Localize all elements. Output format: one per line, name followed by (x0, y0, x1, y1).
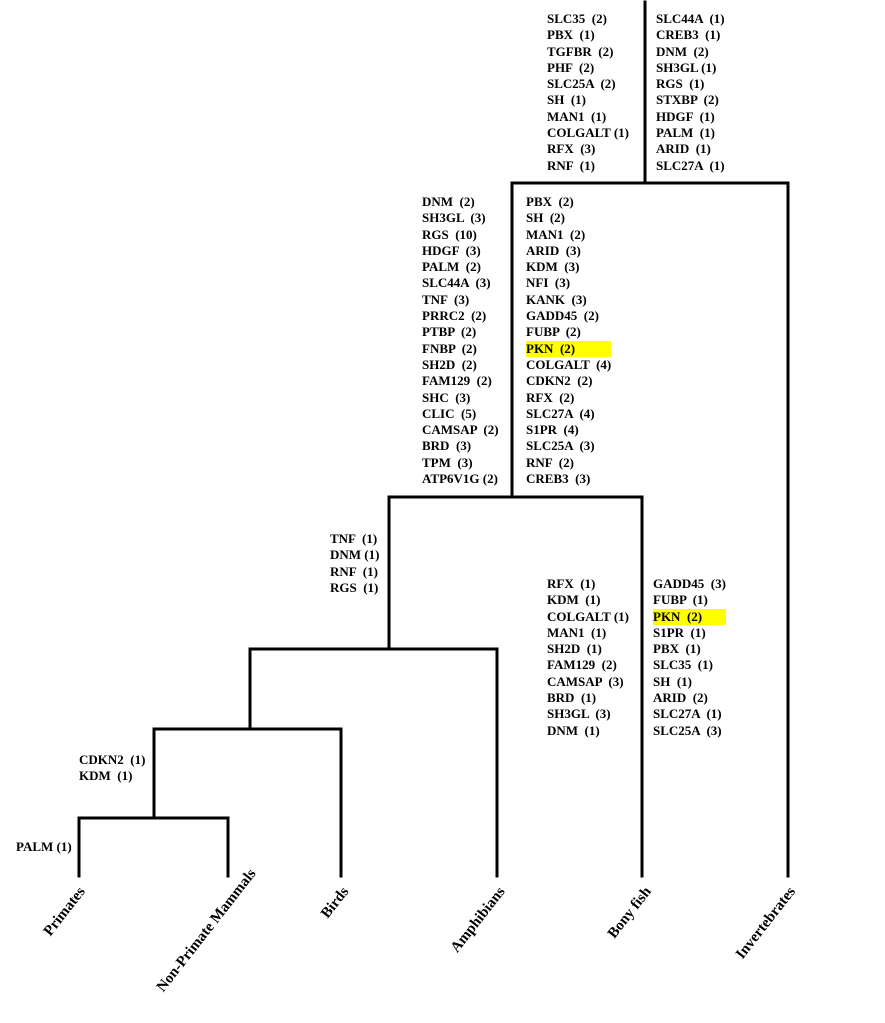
gene-entry: FNBP (2) (422, 340, 477, 356)
gene-entry: SLC35 (2) (547, 11, 607, 26)
gene-entry-highlighted: PKN (2) (653, 608, 726, 625)
gene-entry: STXBP (2) (656, 92, 719, 108)
gene-list-primates: PALM (1) (16, 839, 72, 855)
gene-entry: GADD45 (3) (653, 576, 726, 591)
gene-entry: SLC25A (3) (526, 438, 595, 454)
gene-entry: DNM (2) (656, 43, 709, 59)
gene-entry: RGS (10) (422, 226, 477, 242)
gene-entry: PALM (2) (422, 259, 481, 275)
gene-entry: MAN1 (1) (547, 624, 607, 640)
gene-entry: SLC27A (1) (656, 157, 725, 173)
gene-entry: CAMSAP (2) (422, 422, 499, 438)
gene-entry: SHC (3) (422, 389, 471, 405)
gene-entry: RFX (3) (547, 141, 596, 157)
gene-entry: CAMSAP (3) (547, 673, 624, 689)
gene-entry: SLC44A (3) (422, 275, 491, 291)
gene-entry: COLGALT (1) (547, 608, 629, 624)
gene-entry: TNF (1) (330, 531, 378, 546)
gene-entry: COLGALT (1) (547, 125, 629, 141)
gene-entry: BRD (3) (422, 438, 472, 454)
gene-entry: FAM129 (2) (422, 373, 492, 389)
gene-entry: S1PR (1) (653, 624, 706, 640)
gene-entry: FUBP (2) (526, 324, 581, 340)
gene-list-vertebrate-left: DNM (2)SH3GL (3)RGS (10)HDGF (3)PALM (2)… (422, 194, 499, 487)
gene-entry: MAN1 (2) (526, 226, 586, 242)
gene-entry: SLC27A (4) (526, 405, 595, 421)
gene-entry: TGFBR (2) (547, 43, 614, 59)
gene-entry: HDGF (3) (422, 242, 481, 258)
gene-entry: SH (1) (547, 92, 586, 108)
gene-entry: ARID (3) (526, 242, 581, 258)
gene-entry: DNM (2) (422, 194, 475, 209)
gene-entry: CDKN2 (2) (526, 373, 593, 389)
gene-entry: SH2D (1) (547, 641, 602, 657)
gene-entry: ATP6V1G (2) (422, 471, 498, 487)
gene-entry: RNF (1) (547, 157, 595, 173)
gene-entry: PTBP (2) (422, 324, 477, 340)
gene-entry: BRD (1) (547, 690, 597, 706)
gene-entry: SH3GL (1) (656, 59, 717, 75)
gene-entry: KANK (3) (526, 291, 587, 307)
gene-entry: SLC35 (1) (653, 657, 713, 673)
gene-entry: CDKN2 (1) (79, 752, 146, 767)
gene-entry: PALM (1) (16, 839, 72, 854)
gene-list-bony-fish-right: GADD45 (3)FUBP (1)PKN (2)S1PR (1)PBX (1)… (644, 576, 726, 739)
gene-entry: HDGF (1) (656, 108, 715, 124)
gene-entry: KDM (1) (79, 768, 133, 784)
gene-entry: PBX (1) (547, 27, 595, 43)
gene-entry: COLGALT (4) (526, 356, 612, 372)
gene-entry: PALM (1) (656, 125, 715, 141)
gene-entry: RFX (2) (526, 389, 575, 405)
gene-entry: RNF (2) (526, 454, 574, 470)
gene-entry: SH (1) (653, 673, 692, 689)
gene-list-root-right: SLC44A (1)CREB3 (1)DNM (2)SH3GL (1)RGS (… (656, 11, 725, 174)
gene-entry: SH3GL (3) (547, 706, 611, 722)
gene-entry: SLC25A (2) (547, 76, 616, 92)
gene-entry: DNM (1) (547, 722, 600, 738)
gene-entry: MAN1 (1) (547, 108, 607, 124)
gene-entry: GADD45 (2) (526, 308, 599, 324)
gene-entry: KDM (1) (547, 592, 601, 608)
gene-entry: TPM (3) (422, 454, 473, 470)
gene-entry: ARID (1) (656, 141, 711, 157)
gene-entry: CREB3 (1) (656, 27, 721, 43)
gene-entry: S1PR (4) (526, 422, 579, 438)
gene-entry: PHF (2) (547, 59, 595, 75)
gene-entry-highlighted: PKN (2) (526, 340, 612, 357)
gene-entry: RGS (1) (656, 76, 705, 92)
gene-entry: SH2D (2) (422, 356, 477, 372)
gene-entry: RFX (1) (547, 576, 596, 591)
gene-entry: SH3GL (3) (422, 210, 486, 226)
gene-entry: ARID (2) (653, 690, 708, 706)
gene-entry: TNF (3) (422, 291, 470, 307)
gene-entry: DNM (1) (330, 547, 380, 563)
gene-entry: PBX (2) (526, 194, 574, 209)
gene-list-bony-fish-left: RFX (1)KDM (1)COLGALT (1)MAN1 (1)SH2D (1… (547, 576, 629, 739)
gene-list-mammal: CDKN2 (1)KDM (1) (79, 752, 145, 785)
gene-entry: RNF (1) (330, 563, 378, 579)
gene-list-vertebrate-right: PBX (2)SH (2)MAN1 (2)ARID (3)KDM (3)NFI … (516, 194, 612, 487)
gene-entry: FUBP (1) (653, 592, 708, 608)
gene-entry: SLC44A (1) (656, 11, 725, 26)
gene-entry: PRRC2 (2) (422, 308, 487, 324)
gene-entry: FAM129 (2) (547, 657, 617, 673)
gene-entry: SH (2) (526, 210, 565, 226)
gene-entry: PBX (1) (653, 641, 701, 657)
gene-entry: CLIC (5) (422, 405, 477, 421)
gene-entry: NFI (3) (526, 275, 571, 291)
gene-entry: RGS (1) (330, 579, 379, 595)
gene-list-tetrapod: TNF (1)DNM (1)RNF (1)RGS (1) (330, 531, 379, 596)
gene-list-root-left: SLC35 (2)PBX (1)TGFBR (2)PHF (2)SLC25A (… (547, 11, 629, 174)
gene-entry: CREB3 (3) (526, 471, 591, 487)
gene-entry: KDM (3) (526, 259, 580, 275)
gene-entry: SLC27A (1) (653, 706, 722, 722)
gene-entry: SLC25A (3) (653, 722, 722, 738)
